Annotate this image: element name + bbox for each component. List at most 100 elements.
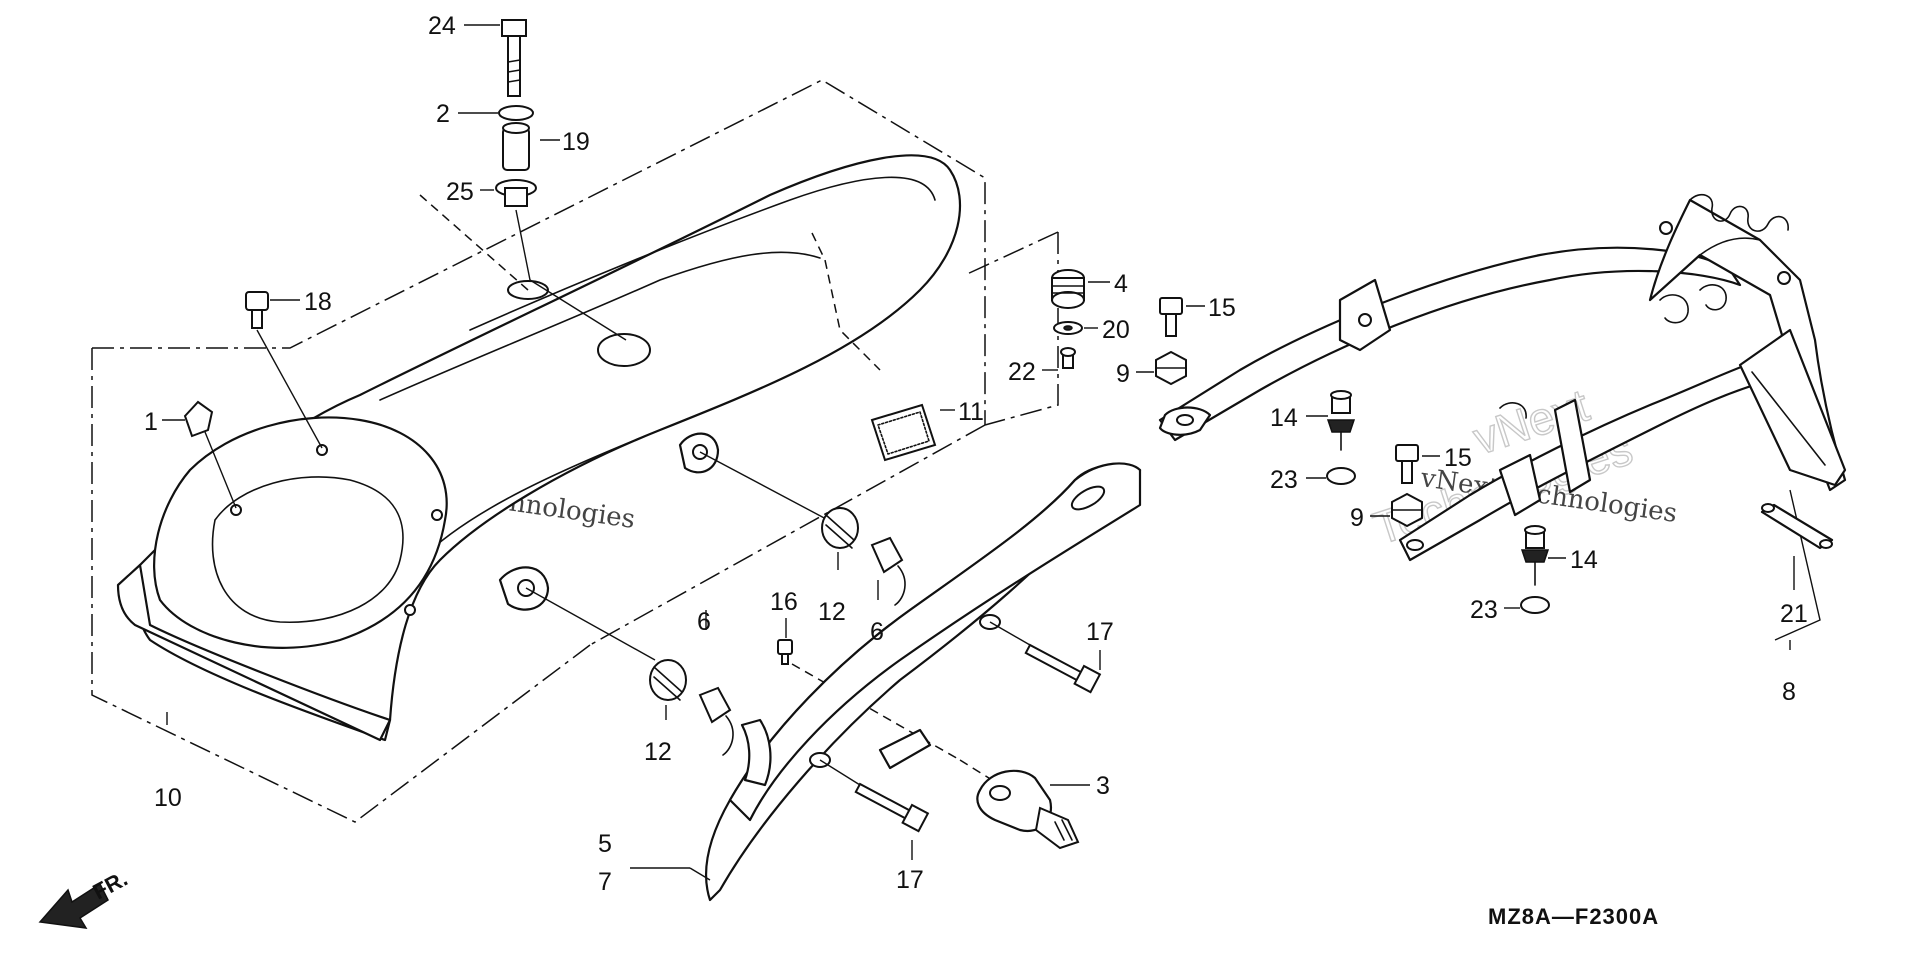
screw-16 xyxy=(777,639,961,761)
fender-bolt-hole-3 xyxy=(404,604,416,616)
carrier-hardware-left xyxy=(1155,297,1356,485)
callout-2: 2 xyxy=(436,100,450,128)
grab-rail-slot xyxy=(1070,485,1106,511)
top-fastener-stack xyxy=(495,19,627,341)
callout-9-upper: 9 xyxy=(1116,360,1130,388)
bolt-15-lower-head xyxy=(1395,444,1419,462)
grommet-and-pin-upper xyxy=(699,451,906,606)
seat-lock-keyhole xyxy=(989,785,1011,801)
callout-14-lower: 14 xyxy=(1570,546,1598,574)
grab-rail-bracket xyxy=(878,728,932,770)
callout-9-lower: 9 xyxy=(1350,504,1364,532)
callout-21: 21 xyxy=(1780,600,1808,628)
fender-bolt-hole-1 xyxy=(316,444,328,456)
bolt-24-head xyxy=(501,19,527,37)
callout-5: 5 xyxy=(598,830,612,858)
bolt-17-upper xyxy=(989,621,1102,694)
rear-fender-seat-curve xyxy=(469,176,936,331)
callout-14-upper: 14 xyxy=(1270,404,1298,432)
bolt-17-lower xyxy=(819,759,930,833)
callout-23-upper: 23 xyxy=(1270,466,1298,494)
callout-17-lower: 17 xyxy=(896,866,924,894)
callout-4: 4 xyxy=(1114,270,1128,298)
rear-fender-inner-edge xyxy=(419,289,921,561)
callout-15-lower: 15 xyxy=(1444,444,1472,472)
grab-rail-top-bar xyxy=(728,462,1142,822)
bolt-15-upper-shank xyxy=(1165,313,1177,337)
fender-assembly-boundary-left xyxy=(91,348,591,823)
rear-fender-part-10 xyxy=(116,154,962,742)
seat-lock-part-3 xyxy=(959,759,1080,850)
seat-mount-hardware xyxy=(1051,269,1085,369)
label-plate-11-shape xyxy=(870,403,937,462)
callout-8: 8 xyxy=(1782,678,1796,706)
callout-24: 24 xyxy=(428,12,456,40)
callout-6-upper: 6 xyxy=(870,618,884,646)
tail-light-lens xyxy=(211,476,404,624)
carrier-hardware-right xyxy=(1391,444,1550,614)
callout-1: 1 xyxy=(144,408,158,436)
carrier-hook-1 xyxy=(1659,294,1689,324)
seat-boundary-connector xyxy=(964,231,1059,276)
nut-23-lower xyxy=(1520,596,1550,614)
grab-rail-part-5-7 xyxy=(704,462,1142,902)
bolt-18-head xyxy=(245,291,269,311)
pin-6-lower xyxy=(698,686,732,724)
fender-assembly-boundary-top xyxy=(92,79,986,425)
rear-fender-ridge xyxy=(379,251,821,401)
callout-labels: 24 2 19 25 18 1 10 4 20 22 11 12 6 12 6 … xyxy=(144,12,1808,896)
callout-25: 25 xyxy=(446,178,474,206)
callout-17-upper: 17 xyxy=(1086,618,1114,646)
grommet-and-pin-lower xyxy=(525,587,734,756)
clip-1 xyxy=(183,400,214,438)
callout-7: 7 xyxy=(598,868,612,896)
callout-leaders xyxy=(162,24,1795,881)
label-plate-11 xyxy=(870,403,937,462)
rear-fender-front-lip xyxy=(116,563,392,742)
bolt-17-lower-head xyxy=(901,803,930,833)
carrier-hook-2 xyxy=(1699,284,1727,311)
front-direction-indicator: FR. xyxy=(38,866,132,929)
carrier-hook-3 xyxy=(1499,402,1527,419)
rear-carrier-part-8 xyxy=(1158,193,1847,641)
bolt-24-shank xyxy=(507,35,521,97)
callout-22: 22 xyxy=(1008,358,1036,386)
front-arrow-icon xyxy=(38,882,109,929)
bolt-17-lower-shank xyxy=(854,782,915,822)
fender-hidden-line-2 xyxy=(419,194,529,291)
rod-part-21 xyxy=(1760,503,1834,550)
callout-18: 18 xyxy=(304,288,332,316)
callout-20: 20 xyxy=(1102,316,1130,344)
collar-19 xyxy=(502,127,530,171)
callout-3: 3 xyxy=(1096,772,1110,800)
callout-16: 16 xyxy=(770,588,798,616)
grab-rail-tab xyxy=(740,718,772,787)
pin-6-upper xyxy=(870,536,904,574)
washer-2 xyxy=(498,105,534,121)
bolt-17-upper-head xyxy=(1073,664,1102,694)
carrier-side-plate xyxy=(1738,328,1847,487)
carrier-lower-bracket xyxy=(1498,453,1542,517)
callout-12-lower: 12 xyxy=(644,738,672,766)
nut-23-upper xyxy=(1326,467,1356,485)
fender-bolt-hole-2 xyxy=(230,504,242,516)
callout-15-upper: 15 xyxy=(1208,294,1236,322)
tail-light-housing xyxy=(153,416,448,649)
fender-grommet-hole-top xyxy=(597,333,651,367)
carrier-mid-post xyxy=(1553,398,1592,494)
seat-lock-key xyxy=(1034,806,1080,850)
fender-bolt-hole-4 xyxy=(431,509,443,521)
bolt-15-upper-head xyxy=(1159,297,1183,315)
bolt-17-upper-shank xyxy=(1024,643,1087,684)
callout-11: 11 xyxy=(958,398,984,426)
fender-hidden-line xyxy=(811,232,881,371)
bolt-18-and-clip-1 xyxy=(183,291,323,509)
diagram-code: MZ8A—F2300A xyxy=(1488,904,1659,929)
bolt-18-shank xyxy=(251,309,263,329)
callout-6-lower: 6 xyxy=(697,608,711,636)
callout-12-upper: 12 xyxy=(818,598,846,626)
callout-10: 10 xyxy=(154,784,182,812)
bolt-15-lower-shank xyxy=(1401,460,1413,484)
